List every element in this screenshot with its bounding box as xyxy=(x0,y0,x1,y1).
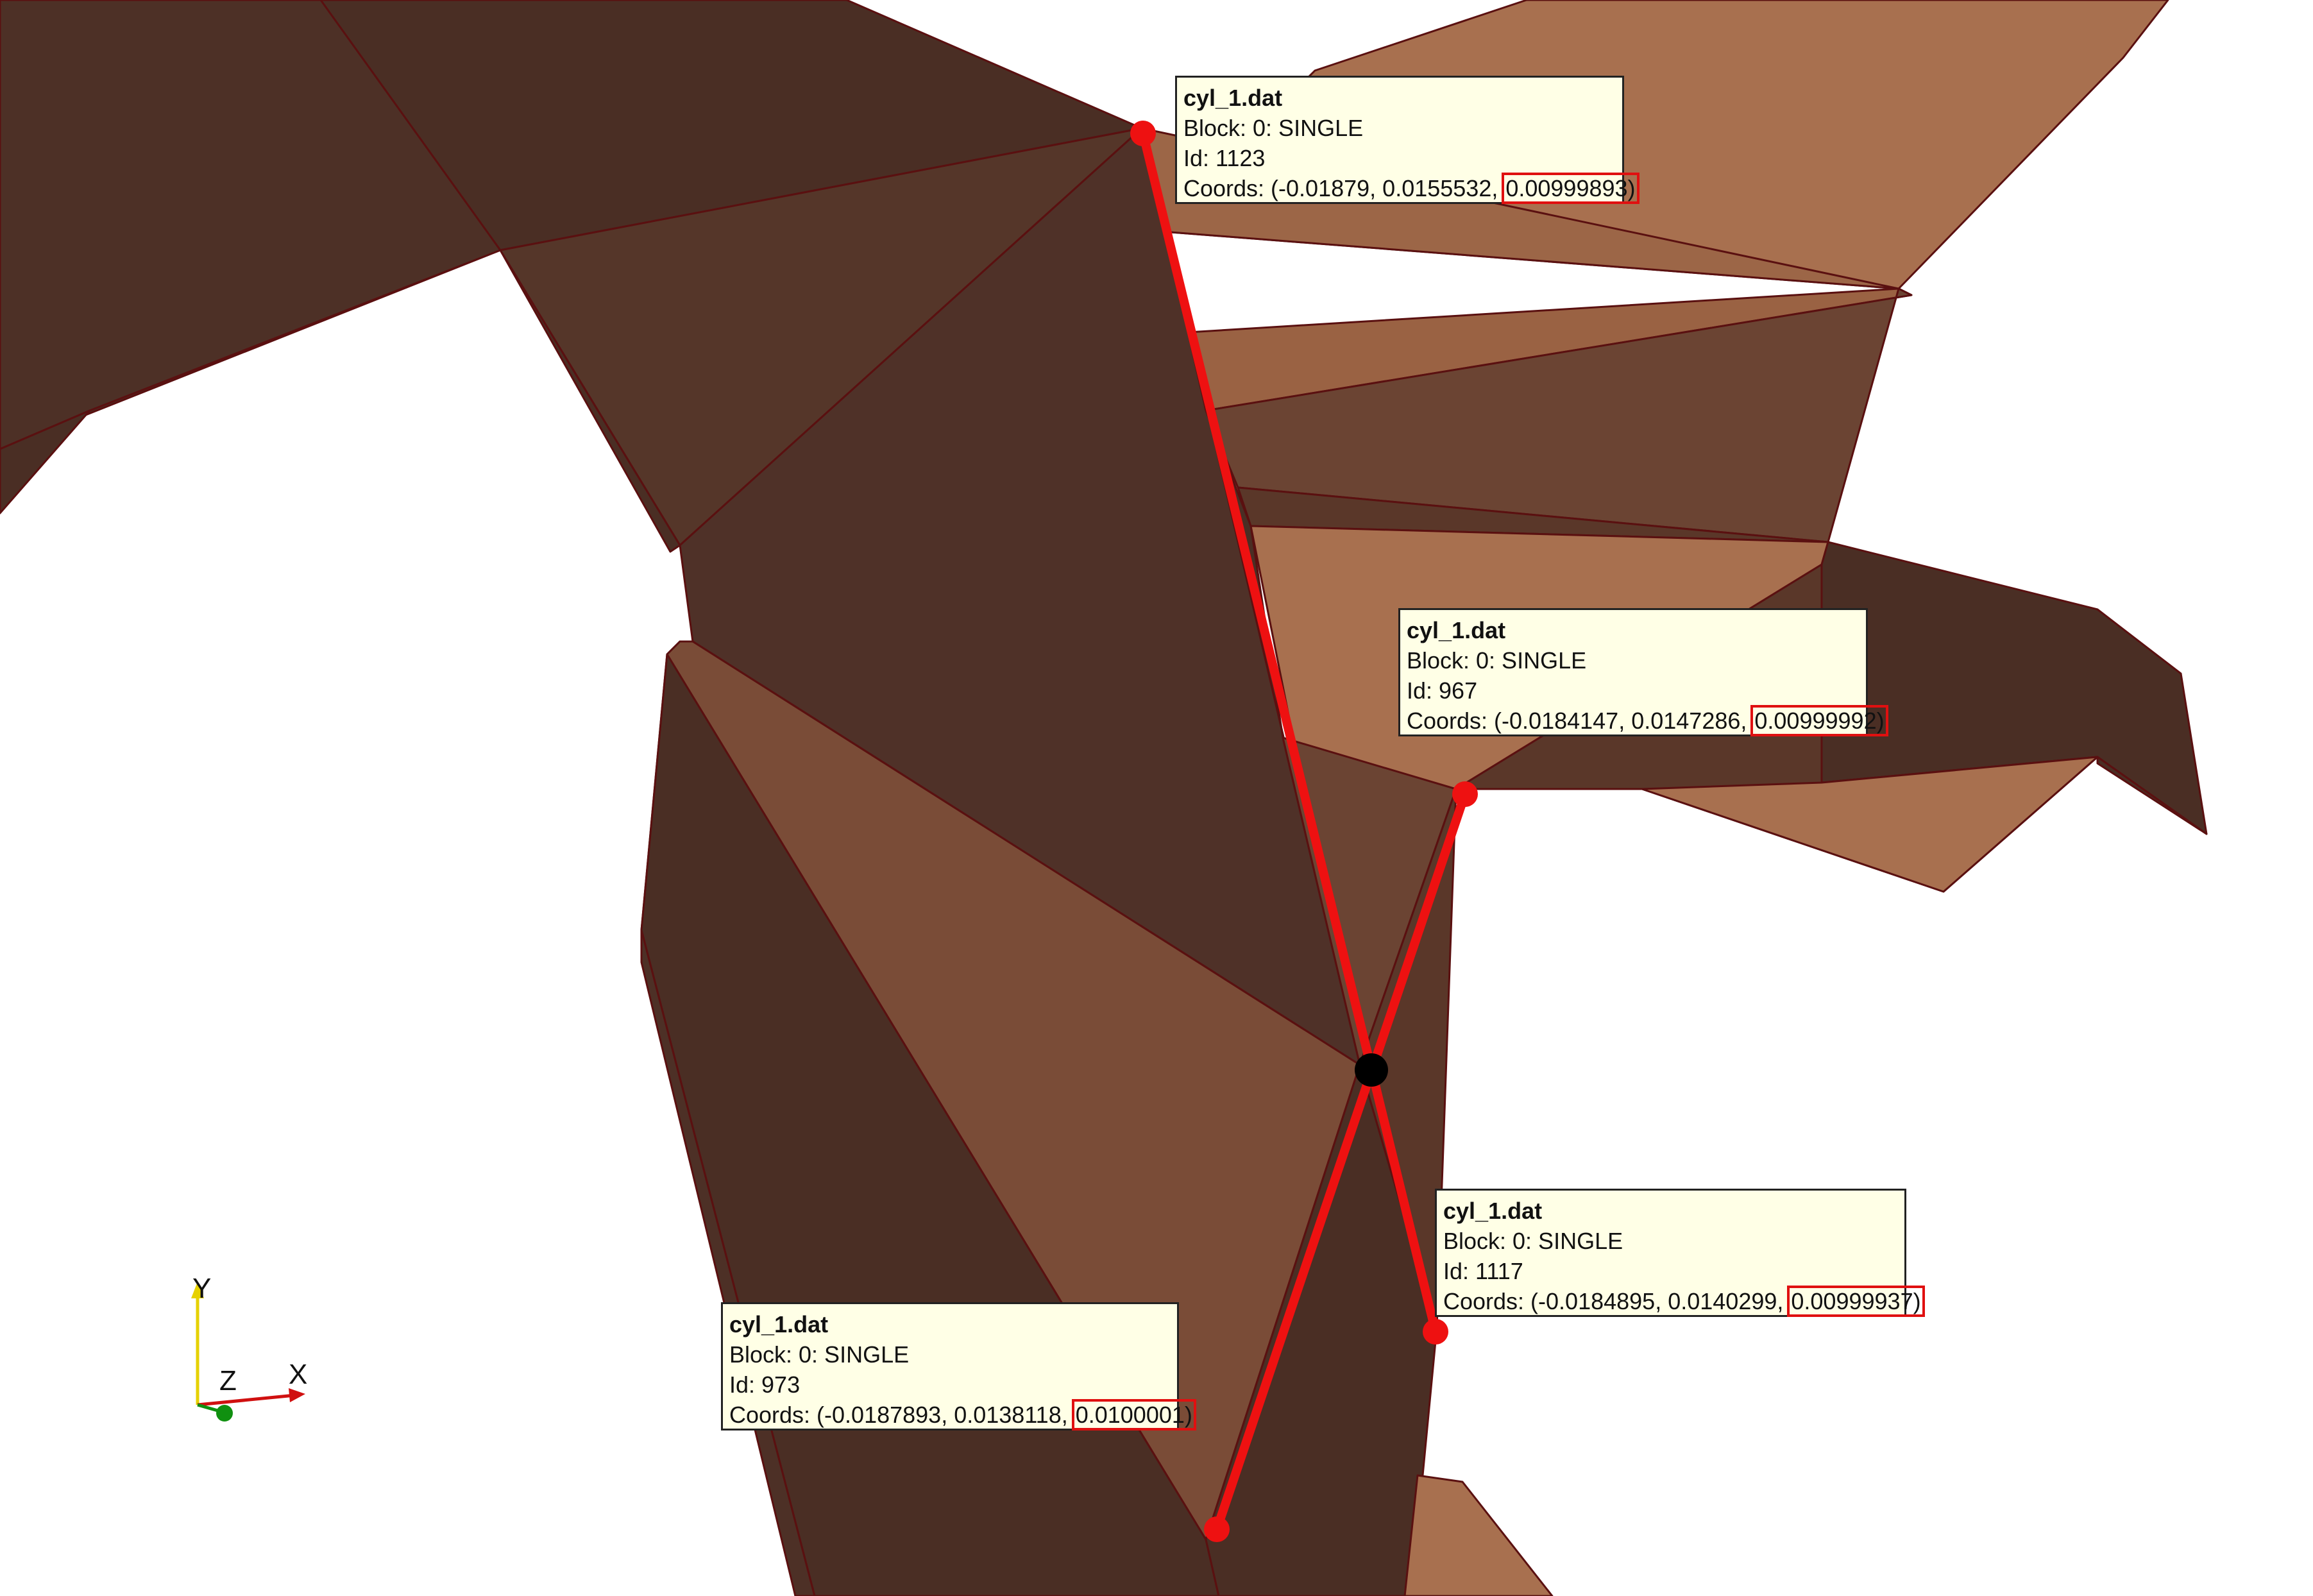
point-tooltip-1117: cyl_1.dat Block: 0: SINGLE Id: 1117 Coor… xyxy=(1435,1189,1925,1317)
point-marker-973[interactable] xyxy=(1204,1516,1230,1542)
tooltip-coords-z-highlight: 0.00999992) xyxy=(1750,705,1888,736)
tooltip-file-name: cyl_1.dat xyxy=(1183,85,1283,111)
y-axis-label: Y xyxy=(192,1273,212,1304)
tooltip-coords-z-highlight: 0.00999937) xyxy=(1787,1286,1925,1317)
point-marker-967[interactable] xyxy=(1452,781,1478,807)
tooltip-id: Id: 967 xyxy=(1407,677,1478,704)
mesh-face xyxy=(1403,1474,1554,1596)
tooltip-coords-z-highlight: 0.00999893) xyxy=(1502,173,1639,204)
tooltip-coords-xy: Coords: (-0.0187893, 0.0138118, xyxy=(729,1402,1074,1428)
mesh-face xyxy=(0,0,502,450)
point-tooltip-973: cyl_1.dat Block: 0: SINGLE Id: 973 Coord… xyxy=(721,1302,1196,1430)
tooltip-coords: Coords: (-0.0187893, 0.0138118, 0.010000… xyxy=(729,1399,1196,1430)
tooltip-file-name: cyl_1.dat xyxy=(1443,1198,1543,1224)
point-marker-1123[interactable] xyxy=(1130,121,1156,146)
tooltip-file-name: cyl_1.dat xyxy=(729,1311,829,1337)
mesh-surface xyxy=(0,0,2208,1596)
z-axis-dot-icon xyxy=(216,1405,233,1422)
point-marker-1117[interactable] xyxy=(1423,1319,1448,1345)
line-1123-to-1117[interactable] xyxy=(1139,129,1440,1336)
tooltip-block: Block: 0: SINGLE xyxy=(1407,647,1587,674)
tooltip-coords-z-highlight: 0.0100001) xyxy=(1071,1399,1196,1430)
line-967-to-973[interactable] xyxy=(1212,790,1470,1534)
mesh-face xyxy=(1205,287,1913,543)
tooltip-coords-xy: Coords: (-0.0184895, 0.0140299, xyxy=(1443,1288,1790,1314)
tooltip-id: Id: 1117 xyxy=(1443,1258,1523,1284)
mesh-face xyxy=(2096,756,2208,835)
point-tooltip-1123: cyl_1.dat Block: 0: SINGLE Id: 1123 Coor… xyxy=(1175,76,1639,204)
mesh-face xyxy=(499,249,681,553)
tooltip-coords-xy: Coords: (-0.0184147, 0.0147286, xyxy=(1407,708,1754,734)
tooltip-coords: Coords: (-0.01879, 0.0155532, 0.00999893… xyxy=(1183,173,1639,204)
tooltip-file-name: cyl_1.dat xyxy=(1407,617,1506,643)
measurement-lines xyxy=(1139,129,1470,1534)
axes-triad xyxy=(191,1282,305,1422)
x-axis-arrow-icon xyxy=(289,1388,305,1402)
tooltip-coords: Coords: (-0.0184147, 0.0147286, 0.009999… xyxy=(1407,705,1888,736)
tooltip-id: Id: 973 xyxy=(729,1371,801,1398)
tooltip-block: Block: 0: SINGLE xyxy=(1183,115,1364,141)
mesh-face xyxy=(0,409,91,514)
tooltip-coords-xy: Coords: (-0.01879, 0.0155532, xyxy=(1183,175,1505,201)
x-axis-line xyxy=(197,1393,296,1407)
x-axis-label: X xyxy=(289,1359,308,1390)
tooltip-block: Block: 0: SINGLE xyxy=(729,1341,910,1368)
tooltip-coords: Coords: (-0.0184895, 0.0140299, 0.009999… xyxy=(1443,1286,1925,1317)
y-axis-arrow-icon xyxy=(191,1282,204,1298)
z-axis-label: Z xyxy=(219,1365,237,1396)
orientation-axes-widget: Y X Z xyxy=(173,1273,327,1430)
tooltip-id: Id: 1123 xyxy=(1183,145,1266,171)
point-tooltip-967: cyl_1.dat Block: 0: SINGLE Id: 967 Coord… xyxy=(1398,608,1888,736)
tooltip-block: Block: 0: SINGLE xyxy=(1443,1228,1623,1254)
intersection-point[interactable] xyxy=(1355,1053,1388,1087)
point-markers xyxy=(1130,121,1478,1542)
